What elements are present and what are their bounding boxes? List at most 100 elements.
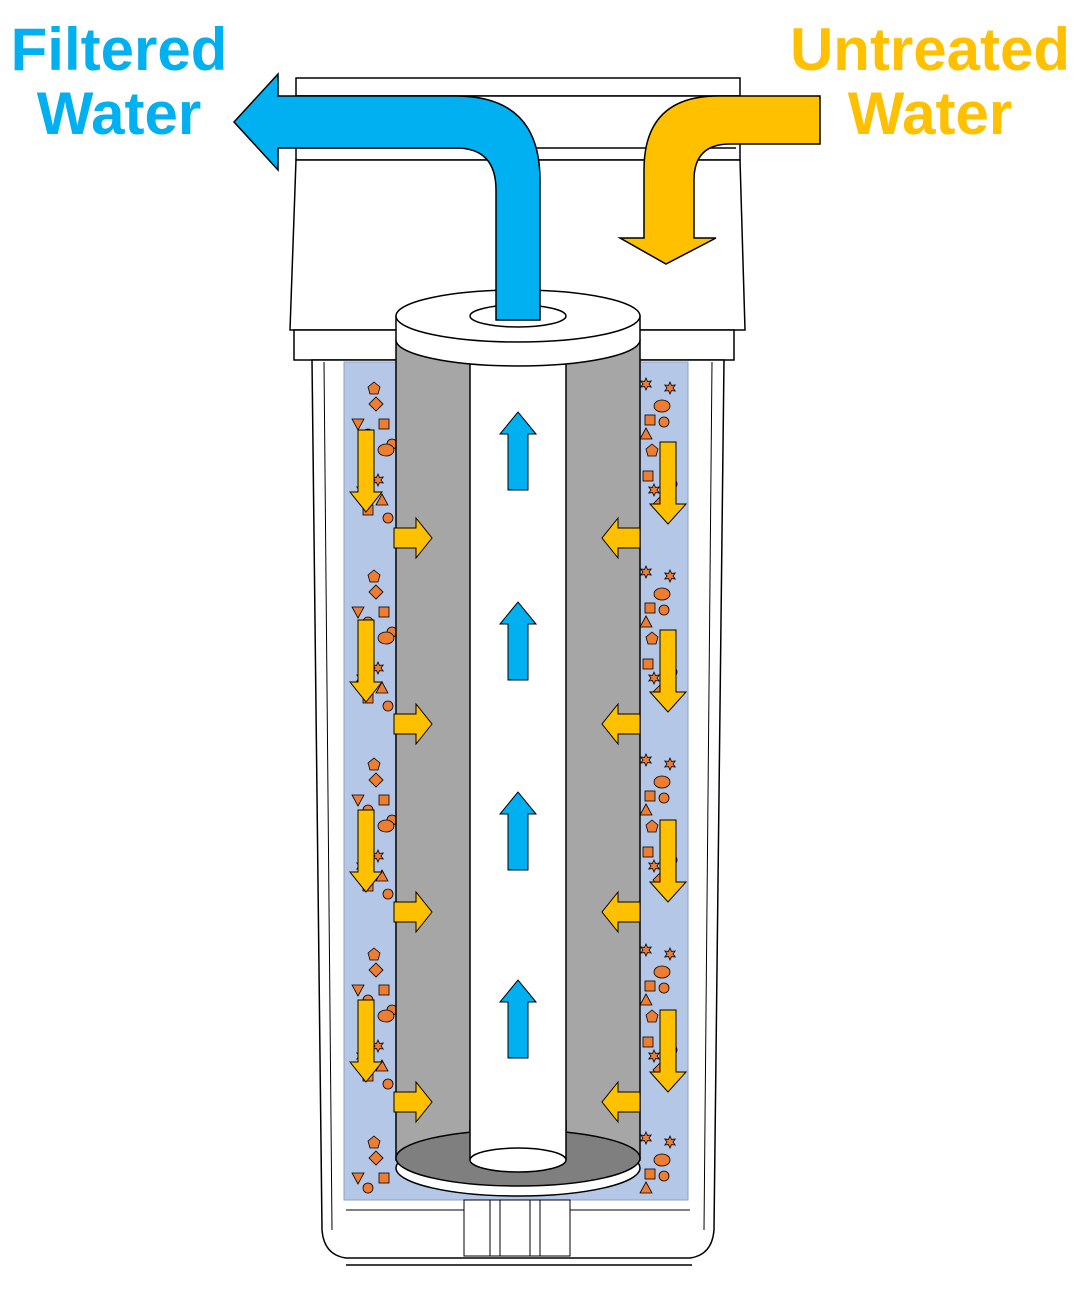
particle — [658, 982, 670, 994]
particle — [378, 606, 390, 618]
untreated-label-line2: Water — [847, 80, 1013, 147]
particle — [642, 470, 654, 482]
particle — [378, 984, 390, 996]
particle — [644, 602, 656, 614]
bowl-bottom-ribs — [346, 1199, 690, 1257]
particle — [658, 1170, 670, 1182]
bowl-inner-left-line — [323, 361, 333, 1231]
inward-arrow-right — [601, 702, 641, 746]
downward-arrow-right — [648, 629, 688, 713]
particle — [375, 681, 389, 694]
untreated-water-label: Untreated Water — [776, 18, 1084, 146]
particle — [362, 1182, 374, 1194]
downward-arrow-right — [648, 1009, 688, 1093]
particle — [639, 803, 653, 816]
upward-core-arrow — [498, 979, 538, 1059]
particle — [663, 381, 677, 395]
particle — [647, 1049, 661, 1063]
particle — [367, 381, 381, 395]
downward-arrow-left — [348, 999, 384, 1083]
particle — [367, 947, 381, 961]
particle — [351, 1172, 365, 1185]
particle — [642, 658, 654, 670]
inward-arrow-left — [393, 890, 433, 934]
particle — [368, 772, 384, 788]
downward-arrow-left — [348, 619, 384, 703]
untreated-label-line1: Untreated — [789, 16, 1071, 83]
filtered-label-line2: Water — [36, 80, 202, 147]
particle — [653, 399, 671, 413]
particle — [382, 700, 394, 712]
inward-arrow-left — [393, 702, 433, 746]
particle — [642, 846, 654, 858]
particle — [367, 569, 381, 583]
particle — [351, 794, 365, 807]
filtered-water-outlet-arrow — [232, 72, 541, 321]
particle — [644, 414, 656, 426]
untreated-water-inlet-arrow — [617, 95, 821, 265]
particle — [367, 757, 381, 771]
filtered-water-label: Filtered Water — [0, 18, 238, 146]
particle — [639, 943, 653, 957]
particle — [375, 493, 389, 506]
particle — [639, 377, 653, 391]
particle — [368, 1150, 384, 1166]
flow-arrows — [348, 411, 688, 1124]
particle — [377, 631, 395, 645]
particle — [642, 1036, 654, 1048]
particle — [663, 757, 677, 771]
upward-core-arrow — [498, 601, 538, 681]
particle — [377, 1009, 395, 1023]
particle — [368, 962, 384, 978]
particle — [644, 980, 656, 992]
particle — [653, 965, 671, 979]
downward-arrow-right — [648, 819, 688, 903]
particle — [368, 396, 384, 412]
particle — [377, 819, 395, 833]
bowl-inner-right-line — [703, 361, 713, 1231]
particle — [653, 1153, 671, 1167]
particle — [378, 1172, 390, 1184]
particle — [647, 671, 661, 685]
particle — [382, 512, 394, 524]
particle — [663, 1135, 677, 1149]
particle — [645, 631, 659, 645]
particle — [639, 565, 653, 579]
particle — [663, 569, 677, 583]
cap-top-rim — [295, 77, 741, 97]
particle — [639, 615, 653, 628]
particle — [639, 427, 653, 440]
particle — [382, 1078, 394, 1090]
particle — [377, 443, 395, 457]
particle — [382, 888, 394, 900]
particle — [368, 584, 384, 600]
particle — [658, 604, 670, 616]
filtered-label-line1: Filtered — [10, 16, 228, 83]
inward-arrow-right — [601, 1080, 641, 1124]
downward-arrow-left — [348, 809, 384, 893]
upward-core-arrow — [498, 791, 538, 871]
particle — [639, 753, 653, 767]
upward-core-arrow — [498, 411, 538, 491]
inward-arrow-right — [601, 890, 641, 934]
inward-arrow-left — [393, 516, 433, 560]
particle — [351, 606, 365, 619]
particle — [658, 416, 670, 428]
particle — [378, 418, 390, 430]
particle — [351, 984, 365, 997]
particle — [647, 483, 661, 497]
particle — [645, 819, 659, 833]
downward-arrow-right — [648, 441, 688, 525]
inward-arrow-left — [393, 1080, 433, 1124]
particle — [653, 587, 671, 601]
particle — [351, 418, 365, 431]
particle — [647, 859, 661, 873]
particle — [378, 794, 390, 806]
particle — [658, 792, 670, 804]
particle — [645, 443, 659, 457]
inward-arrow-right — [601, 516, 641, 560]
particle — [639, 1181, 653, 1194]
downward-arrow-left — [348, 429, 384, 513]
particle — [663, 947, 677, 961]
